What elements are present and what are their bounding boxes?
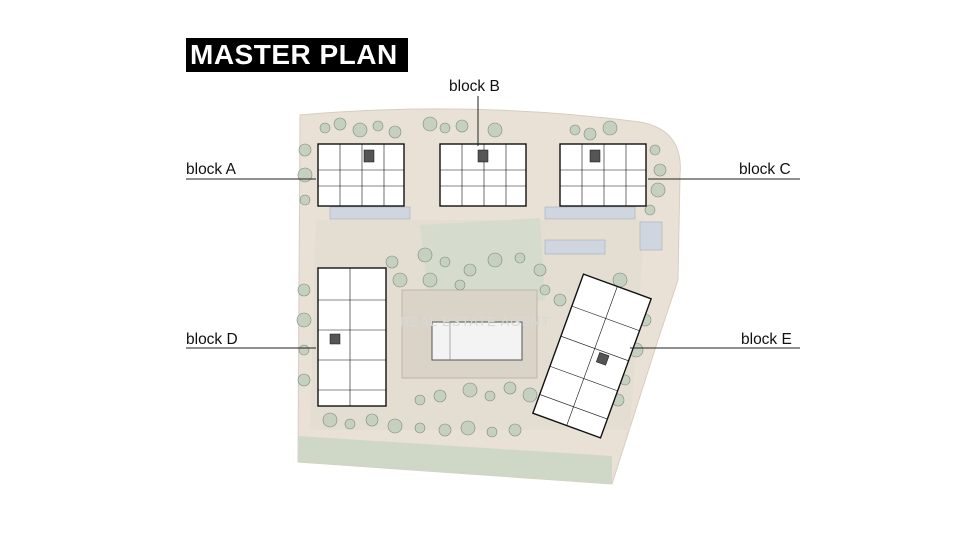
tree — [344, 418, 356, 430]
block-b-label: block B — [449, 78, 500, 95]
tree — [462, 382, 478, 398]
block-d-building — [317, 267, 387, 407]
tree — [533, 263, 547, 277]
tree — [484, 390, 496, 402]
tree — [422, 272, 438, 288]
tree — [486, 426, 498, 438]
tree — [602, 120, 618, 136]
block-c-building — [559, 143, 647, 207]
block-d-label: block D — [186, 331, 238, 348]
parking-area — [329, 206, 663, 255]
tree — [333, 117, 347, 131]
tree — [392, 272, 408, 288]
tree — [539, 284, 551, 296]
block-e-building — [531, 273, 653, 439]
tree — [299, 194, 311, 206]
tree — [319, 122, 331, 134]
block-b-building — [439, 143, 527, 207]
tree — [649, 144, 661, 156]
watermark-text: REAL ESTATE AGENT — [400, 314, 550, 329]
tree — [387, 418, 403, 434]
tree — [414, 394, 426, 406]
tree — [298, 344, 310, 356]
tree — [487, 122, 503, 138]
tree — [522, 387, 538, 403]
tree — [454, 279, 466, 291]
swimming-pool — [431, 321, 523, 361]
tree — [417, 247, 433, 263]
tree — [460, 420, 476, 436]
tree — [503, 381, 517, 395]
trees — [296, 116, 667, 438]
leader-lines — [186, 96, 800, 349]
tree — [463, 263, 477, 277]
tree — [297, 373, 311, 387]
tree — [455, 119, 469, 133]
tree — [422, 116, 438, 132]
tree — [644, 204, 656, 216]
tree — [322, 412, 338, 428]
tree — [553, 293, 567, 307]
tree — [414, 422, 426, 434]
tree — [438, 423, 452, 437]
green-strip — [298, 436, 612, 484]
tree — [385, 255, 399, 269]
tree — [298, 143, 312, 157]
tree — [508, 423, 522, 437]
block-e-label: block E — [741, 331, 792, 348]
tree — [583, 127, 597, 141]
tree — [297, 167, 313, 183]
tree — [487, 252, 503, 268]
block-a-building — [317, 143, 405, 207]
tree — [653, 163, 667, 177]
tree — [514, 252, 526, 264]
tree — [352, 122, 368, 138]
tree — [612, 272, 628, 288]
tree — [297, 283, 311, 297]
tree — [439, 122, 451, 134]
tree — [569, 124, 581, 136]
tree — [365, 413, 379, 427]
block-a-label: block A — [186, 161, 237, 178]
tree — [439, 256, 451, 268]
page-title: MASTER PLAN — [186, 38, 408, 72]
tree — [650, 182, 666, 198]
tree — [372, 120, 384, 132]
garden-area — [420, 218, 545, 310]
block-c-label: block C — [739, 161, 791, 178]
tree — [296, 312, 312, 328]
tree — [433, 389, 447, 403]
tree — [388, 125, 402, 139]
